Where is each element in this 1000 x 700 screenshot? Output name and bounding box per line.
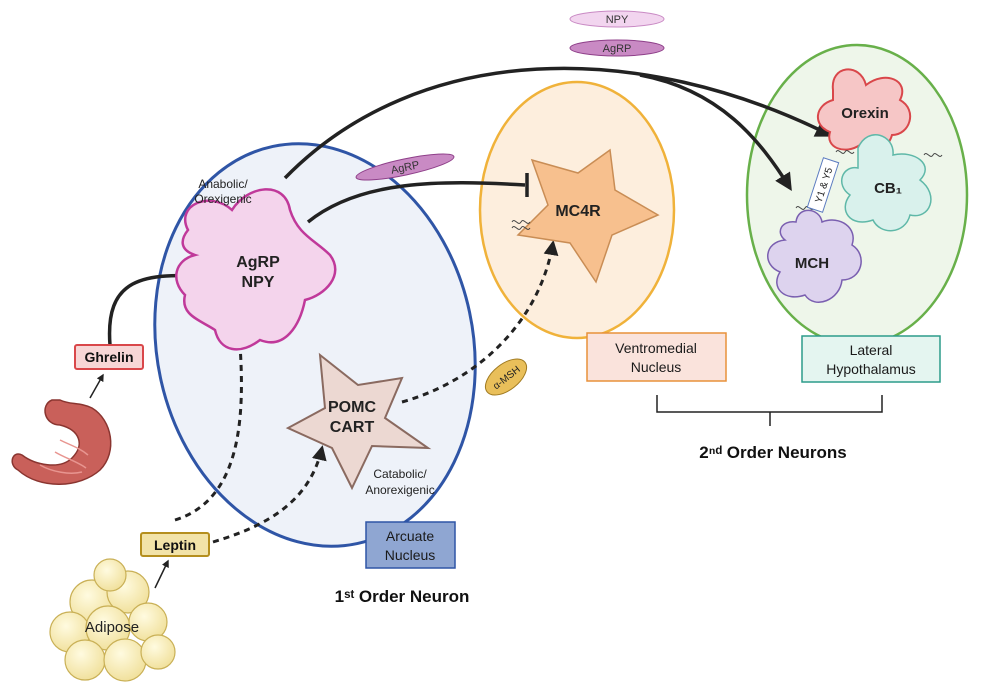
inhibit-agrp-to-mc4r <box>306 181 526 224</box>
stomach-icon <box>11 399 112 485</box>
mch-label: MCH <box>795 255 829 272</box>
y1y5-box <box>806 157 840 213</box>
arcuate-label-box <box>365 521 456 569</box>
mch-neuron <box>767 209 862 303</box>
adipose-icon <box>49 558 176 682</box>
arrow-agrp-to-orexin <box>283 66 834 180</box>
arrow-pomc-to-mc4r <box>401 240 559 404</box>
vmn-label-1: Ventromedial <box>615 340 697 356</box>
arrow-agrp-to-mch <box>639 73 792 191</box>
cb1-neuron <box>840 134 932 232</box>
agrp-neuron-label-1: AgRP <box>236 254 280 271</box>
orexin-neuron <box>817 68 911 153</box>
agrp-pill-mid-label: AgRP <box>390 159 421 177</box>
mc4r-neuron <box>516 148 660 284</box>
npy-pill-label: NPY <box>606 14 629 26</box>
lh-label-box <box>801 335 941 383</box>
pomc-cart-neuron <box>285 352 432 491</box>
mc4r-label: MC4R <box>555 203 601 220</box>
cb1-receptor <box>923 153 943 157</box>
pomc-label-1: POMC <box>328 399 376 416</box>
first-order-label: 1ˢᵗ Order Neuron <box>335 587 470 606</box>
vmn-label-box <box>586 332 727 382</box>
agrp-pill-top <box>569 39 665 57</box>
anabolic-label-1: Anabolic/ <box>198 177 248 191</box>
npy-pill <box>569 10 665 28</box>
second-order-label: 2ⁿᵈ Order Neurons <box>699 443 847 462</box>
lh-label-2: Hypothalamus <box>826 361 916 377</box>
amsh-pill <box>484 358 528 396</box>
agrp-pill-mid <box>355 153 455 181</box>
anabolic-label-2: Orexigenic <box>194 192 251 206</box>
ghrelin-label: Ghrelin <box>84 349 133 365</box>
vmn-label-2: Nucleus <box>631 359 682 375</box>
second-order-bracket <box>656 395 883 426</box>
adipose-label: Adipose <box>85 619 139 636</box>
ghrelin-label-box <box>74 344 144 370</box>
orexin-receptor <box>835 150 855 154</box>
cb1-label: CB₁ <box>874 180 902 197</box>
arrow-stomach-to-ghrelin <box>89 373 104 399</box>
mc4r-receptor <box>511 220 531 230</box>
pomc-label-2: CART <box>330 419 375 436</box>
orexin-label: Orexin <box>841 105 889 122</box>
catabolic-label-2: Anorexigenic <box>365 483 434 497</box>
mch-receptor <box>795 206 815 210</box>
agrp-pill-top-label: AgRP <box>603 43 632 55</box>
stomach-folds <box>39 439 89 474</box>
catabolic-label-1: Catabolic/ <box>373 467 427 481</box>
inhibit-leptin-to-agrp <box>174 344 243 522</box>
arrow-adipose-to-leptin <box>154 559 169 589</box>
agrp-neuron-label-2: NPY <box>242 274 275 291</box>
agrp-npy-neuron <box>175 188 337 351</box>
arrow-leptin-to-pomc <box>212 445 327 544</box>
leptin-label-box <box>140 532 210 557</box>
leptin-label: Leptin <box>154 537 196 553</box>
lh-label-1: Lateral <box>850 342 893 358</box>
arcuate-label-2: Nucleus <box>385 547 436 563</box>
arcuate-label-1: Arcuate <box>386 528 434 544</box>
